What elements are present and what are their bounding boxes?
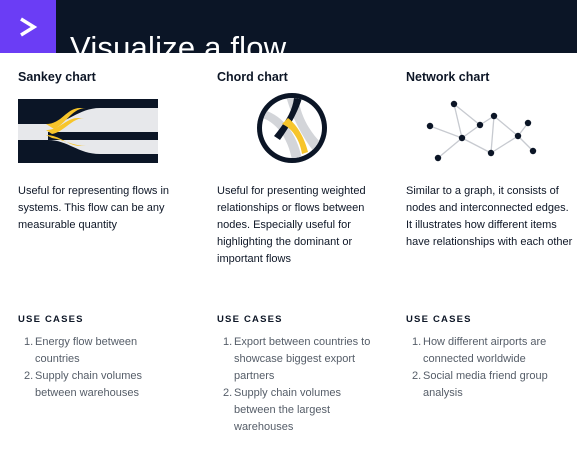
header-bar: Visualize a flow (0, 0, 577, 65)
list-item: 1.How different airports are connected w… (412, 336, 547, 365)
column-description: Similar to a graph, it consists of nodes… (406, 185, 573, 248)
list-item: 2.Supply chain volumes between warehouse… (24, 370, 143, 399)
logo (0, 0, 56, 53)
use-cases-title: USE CASES (217, 314, 283, 325)
use-cases-list: 1.Energy flow between countries 2.Supply… (18, 334, 183, 402)
column-description: Useful for presenting weighted relations… (217, 185, 366, 265)
use-cases-title: USE CASES (18, 314, 84, 325)
column-sankey: Sankey chart (18, 68, 178, 86)
network-chart-icon (426, 100, 537, 162)
use-cases-title: USE CASES (406, 314, 472, 325)
sankey-chart-icon (18, 99, 158, 163)
list-item: 1.Energy flow between countries (24, 336, 138, 365)
column-title: Network chart (406, 70, 490, 84)
use-cases-list: 1.How different airports are connected w… (406, 334, 571, 402)
column-title: Chord chart (217, 70, 288, 84)
page-title: Visualize a flow (70, 29, 287, 65)
list-item: 2.Supply chain volumes between the large… (223, 387, 342, 433)
list-item: 1.Export between countries to showcase b… (223, 336, 371, 382)
use-cases-list: 1.Export between countries to showcase b… (217, 334, 382, 436)
list-item: 2.Social media friend group analysis (412, 370, 548, 399)
column-network: Network chart (406, 68, 566, 86)
column-title: Sankey chart (18, 70, 96, 84)
chevron-right-icon (20, 17, 38, 36)
column-description: Useful for representing flows in systems… (18, 185, 170, 231)
column-chord: Chord chart (217, 68, 377, 86)
chord-chart-icon (257, 93, 327, 163)
